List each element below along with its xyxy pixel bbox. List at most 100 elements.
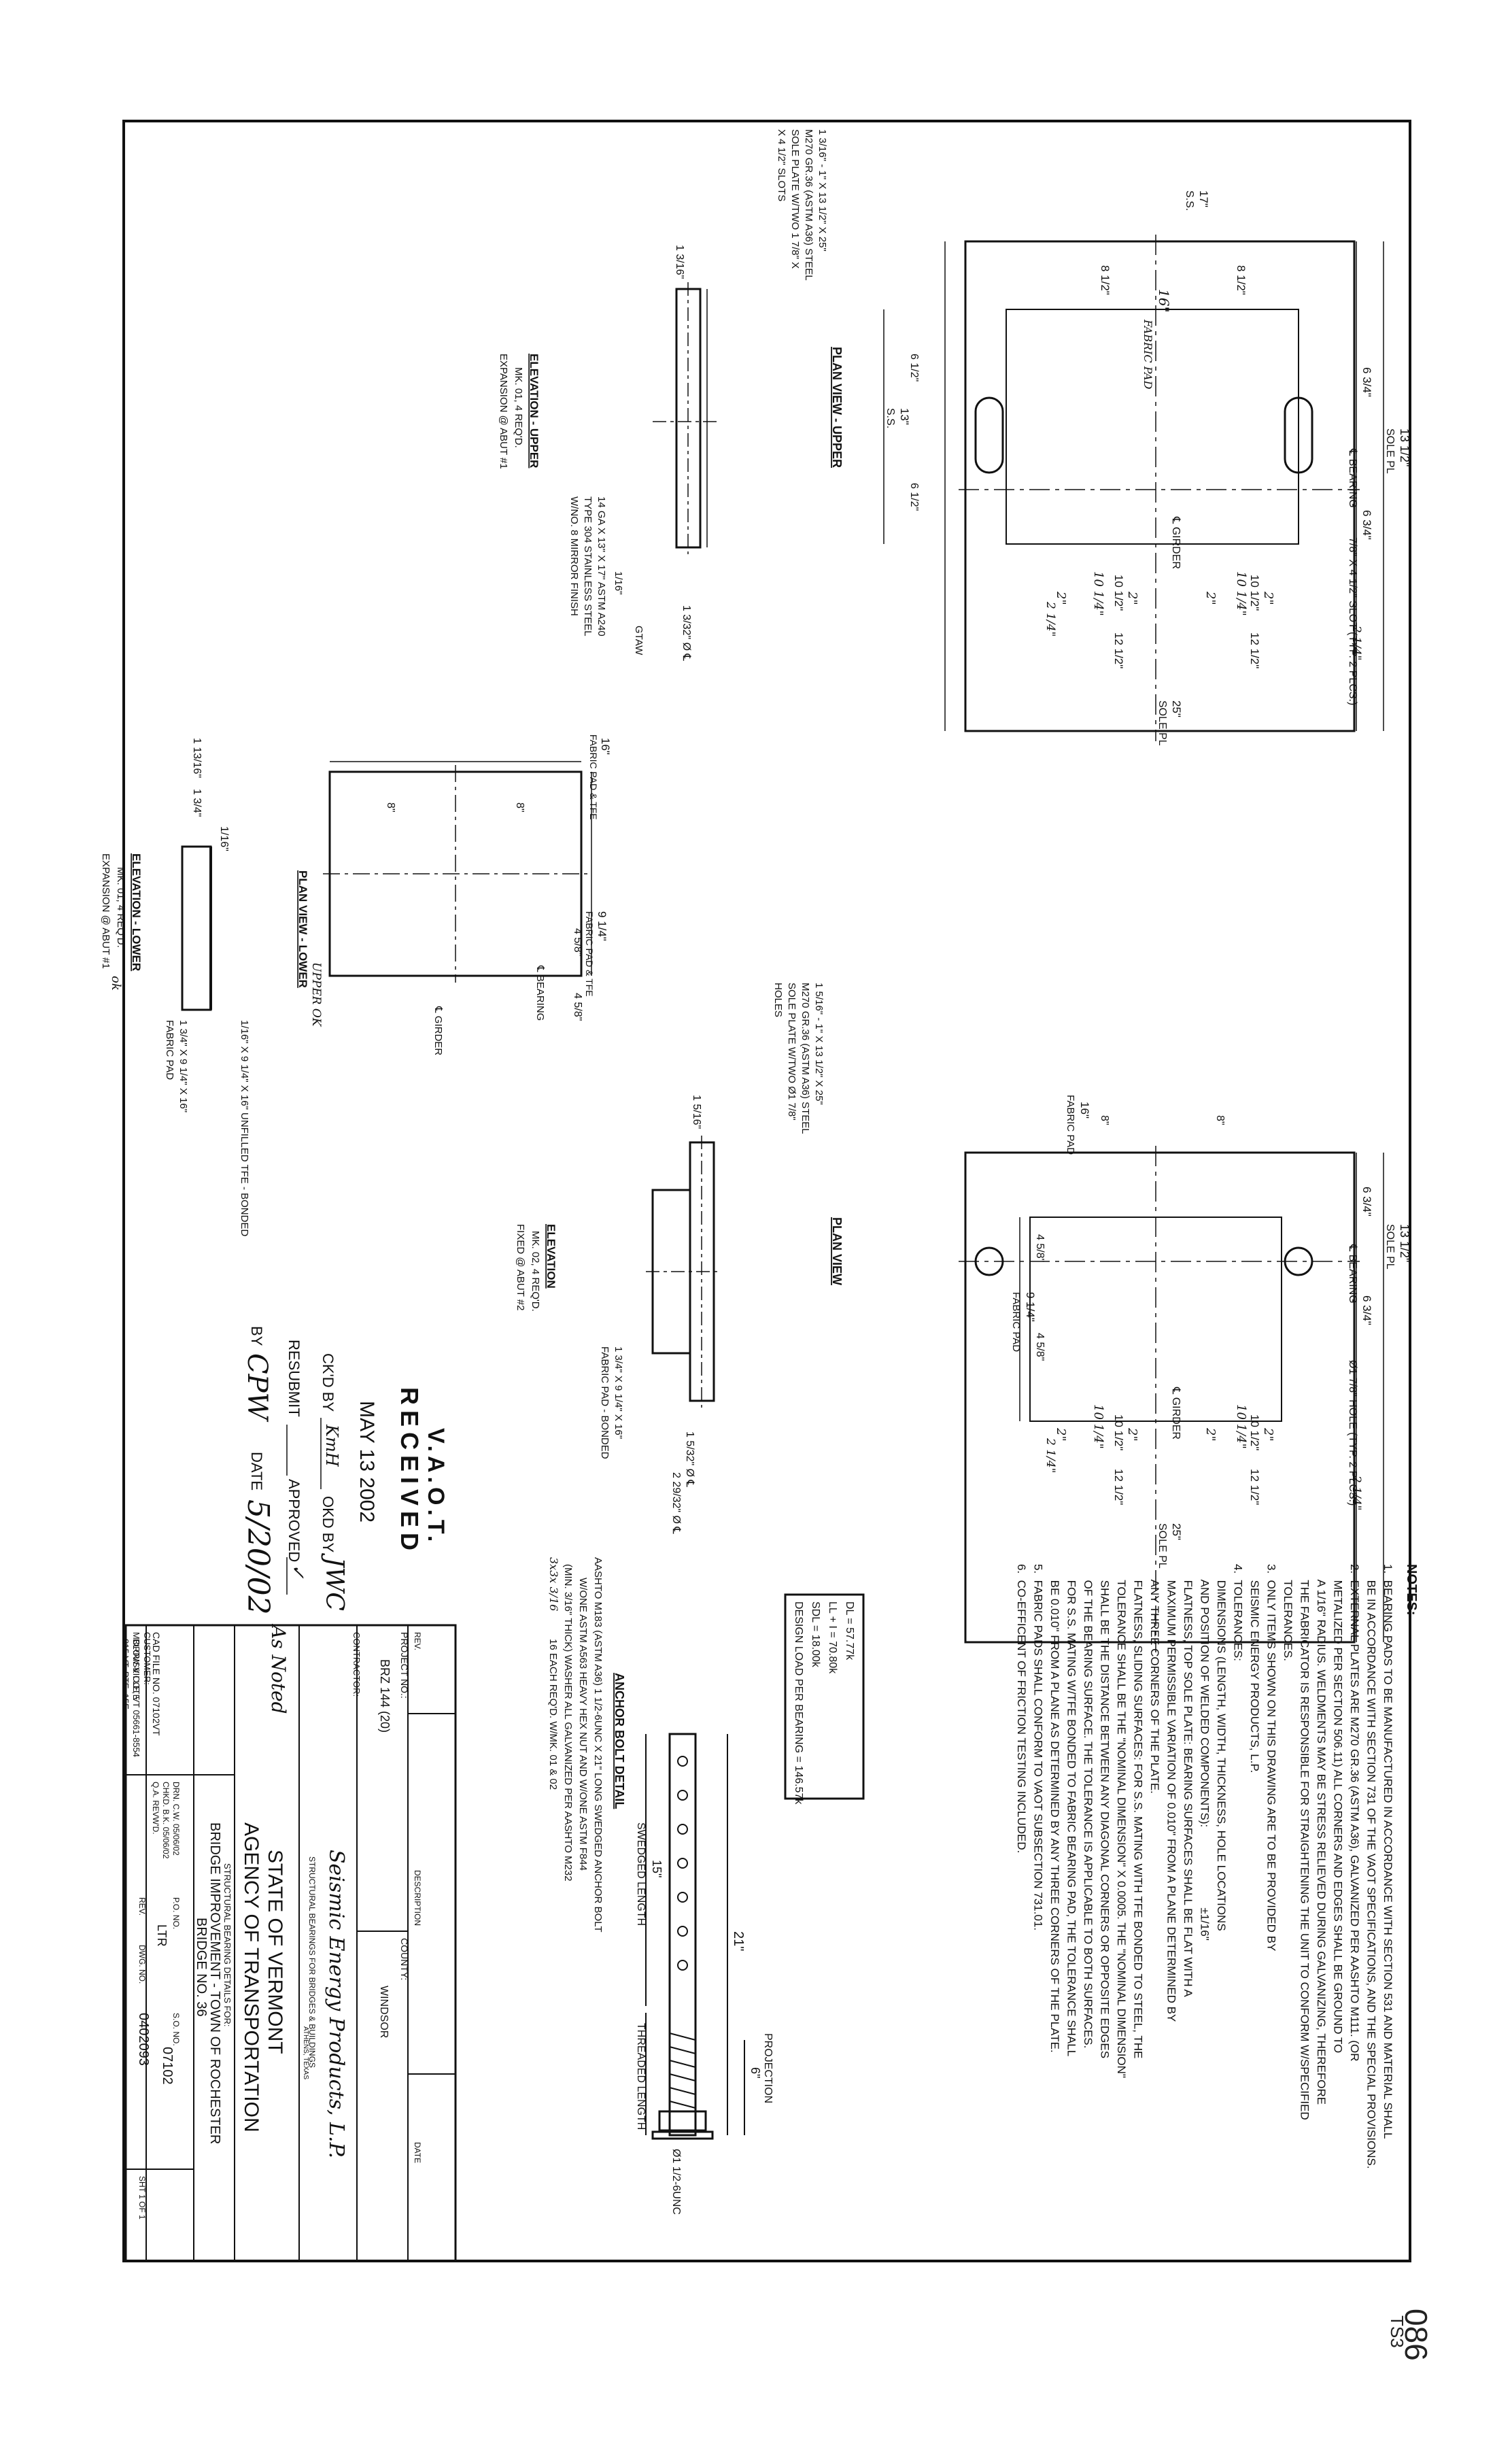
lower-elev-dim-thk: 1 13/16"	[191, 738, 203, 778]
fixed-cl1: 1 5/32" Ø ℄	[684, 1431, 695, 1488]
upper-dim-12-b: 12 1/2"	[1112, 632, 1125, 668]
note-line: BE 0.010" FROM A PLANE AS DETERMINED BY …	[1048, 1564, 1061, 2053]
tb-bridge-1: BRIDGE IMPROVEMENT - TOWN OF ROCHESTER	[207, 1822, 222, 2144]
tb-company: Seismic Energy Products, L.P.	[324, 1850, 348, 2158]
note-line: 4. TOLERANCES:	[1232, 1564, 1245, 1661]
upper-plate-desc-3: SOLE PLATE W/TWO 1 7/8" X	[789, 129, 801, 269]
tb-company-city: ATHENS, TEXAS	[302, 2026, 309, 2079]
tb-rev-label: REV.	[413, 1632, 422, 1650]
elev-fixed-line-2: FIXED @ ABUT #2	[515, 1224, 526, 1311]
plan-view-upper: 13 1/2" SOLE PL 6 3/4" 6 3/4" ℄ BEARING …	[830, 190, 1411, 746]
fixed-sole-label: SOLE PL	[1384, 1224, 1396, 1270]
tb-drn: DRN. C.W. 05/06/02	[171, 1782, 181, 1856]
fixed-right-dim: 6 3/4"	[1360, 1295, 1373, 1325]
note-line: FLATNESS, TOP SOLE PLATE: BEARING SURFAC…	[1182, 1564, 1195, 1997]
note-line: 6. CO-EFFICENT OF FRICTION TESTING INCLU…	[1015, 1564, 1028, 1853]
plan-view-upper-title: PLAN VIEW - UPPER	[830, 347, 844, 468]
bolt-label-projection: PROJECTION	[762, 2033, 774, 2103]
bolt-dim-overall: 21"	[731, 1931, 746, 1951]
stamp-date: MAY 13 2002	[356, 1401, 378, 1523]
tb-qa: Q.A. REVW'D.	[151, 1782, 160, 1835]
fixed-sole-dim: 13 1/2"	[1398, 1224, 1411, 1262]
note-line: SHALL BE THE DISTANCE BETWEEN ANY DIAGON…	[1099, 1564, 1112, 2058]
upper-elev-dim-left: 1 3/16"	[674, 245, 685, 279]
upper-hand-fabric: FABRIC PAD	[1141, 319, 1154, 390]
elev-lower-hand-ok: ok	[109, 976, 123, 991]
upper-gtaw: GTAW	[633, 626, 645, 656]
fixed-dim-10-a: 10 1/2"	[1248, 1414, 1261, 1450]
note-line: SEISMIC ENERGY PRODUCTS, L.P.	[1248, 1564, 1261, 1773]
lower-tfe-desc: 1/16" X 9 1/4" X 16" UNFILLED TFE - BOND…	[239, 1020, 250, 1236]
elev-fixed-line-1: MK. 02, 4 REQ'D.	[530, 1231, 541, 1312]
fixed-elev-dim-left: 1 5/16"	[691, 1095, 702, 1129]
tb-so: 07102	[160, 2047, 175, 2085]
fixed-plate-desc-2: M270 GR.36 (ASTM A36) STEEL	[800, 983, 811, 1134]
fixed-fab-458-b: 4 5/8"	[1034, 1333, 1046, 1361]
elevation-lower: 1 13/16" 1 3/4" 1/16" 1/16" X 9 1/4" X 1…	[100, 738, 250, 1236]
plan-view-fixed-title: PLAN VIEW	[830, 1217, 844, 1285]
fixed-fab-8-b: 8"	[1099, 1115, 1110, 1125]
upper-plate-desc-2: M270 GR.36 (ASTM A36) STEEL	[803, 129, 814, 281]
tb-cad-file: CAD FILE NO. 07102VT	[151, 1632, 162, 1736]
stamp-by-hand: CPW	[241, 1353, 273, 1423]
fixed-fab-458-a: 4 5/8"	[1034, 1234, 1046, 1262]
stamp-okd-by: OKD BY	[320, 1496, 337, 1552]
fixed-plate-desc-3: SOLE PLATE W/TWO Ø1 7/8"	[786, 983, 797, 1121]
tb-date-label: DATE	[413, 2142, 422, 2163]
fixed-plate-desc-4: HOLES	[772, 983, 784, 1017]
upper-right-dim: 6 3/4"	[1360, 510, 1373, 540]
elev-upper-line-2: EXPANSION @ ABUT #1	[498, 354, 509, 469]
tb-details-for: STRUCTURAL BEARING DETAILS FOR:	[222, 1863, 233, 2027]
stamp-line2: RECEIVED	[396, 1387, 424, 1556]
upper-girder-label: ℄ GIRDER	[1170, 516, 1182, 569]
tb-chkd: CHKD. B.K. 05/06/02	[161, 1782, 171, 1859]
upper-hand-1014-b: 10 1/4"	[1091, 571, 1105, 616]
tb-po-label: P.O. NO.	[171, 1897, 181, 1929]
upper-bearing-label: ℄ BEARING	[1347, 448, 1358, 508]
tb-so-label: S.O. NO.	[171, 2013, 181, 2046]
fixed-cl2: 2 29/32" Ø ℄	[670, 1472, 682, 1534]
tb-company-sub: STRUCTURAL BEARINGS FOR BRIDGES & BUILDI…	[307, 1856, 317, 2068]
elev-lower-line-1: MK. 01, 4 REQ'D.	[115, 867, 126, 948]
load-design: DESIGN LOAD PER BEARING = 146.57k	[793, 1601, 804, 1805]
upper-dim-10-b: 10 1/2"	[1112, 575, 1125, 611]
load-sdl: SDL = 18.00k	[810, 1601, 821, 1668]
fixed-fab-914: 9 1/4"	[1024, 1292, 1037, 1322]
stamp-approved: APPROVED	[286, 1479, 303, 1562]
upper-slot-label: 7/8" X 4 1/2" SLOT (TYP. 2 PLCS.)	[1347, 537, 1358, 705]
upper-hand-2-c: 2"	[1125, 591, 1139, 605]
sheet-border	[122, 120, 1411, 2262]
fixed-hand-2-b: 2"	[1203, 1427, 1218, 1442]
note-line: FOR S.S. MATING W/TFE BONDED TO FABRIC B…	[1065, 1564, 1078, 2056]
slot-top	[1284, 396, 1313, 474]
tb-customer-3: MORRISVILLE, VT 05661-8554	[131, 1632, 141, 1757]
tb-dwg: 0402093	[136, 2013, 151, 2066]
lower-dim-16: 16"	[599, 738, 612, 755]
note-line: DIMENSIONS (LENGTH, WIDTH, THICKNESS, HO…	[1215, 1564, 1228, 1931]
lower-dim-458-b: 4 5/8"	[572, 993, 583, 1021]
tb-county: WINDSOR	[378, 1986, 390, 2038]
upper-hand-16: 16"	[1156, 289, 1172, 313]
fixed-fab-914-label: FABRIC PAD	[1010, 1292, 1022, 1352]
stamp-by: BY	[248, 1326, 265, 1346]
note-line: 2. EXTERNAL PLATES ARE M270 GR.36 (ASTM …	[1348, 1564, 1361, 2062]
upper-hand-2-d: 2"	[1054, 591, 1068, 605]
elev-lower-line-2: EXPANSION @ ABUT #1	[100, 853, 111, 969]
plan-view-fixed: 13 1/2" SOLE PL 6 3/4" 6 3/4" ℄ BEARING …	[830, 1095, 1411, 1652]
tb-project-label: PROJECT NO.:	[399, 1632, 410, 1699]
upper-sole-plate	[964, 240, 1356, 732]
fixed-pad-desc-2: FABRIC PAD - BONDED	[599, 1346, 611, 1459]
upper-left-dim: 6 3/4"	[1360, 367, 1373, 397]
fixed-hand-214-a: 2 1/4"	[1350, 1475, 1363, 1510]
elevation-upper: 1 3/16" - 1" X 13 1/2" X 25" M270 GR.36 …	[498, 129, 828, 662]
fixed-hand-2-a: 2"	[1261, 1427, 1275, 1442]
lower-girder-label: ℄ GIRDER	[432, 1006, 444, 1055]
hole-top	[1284, 1246, 1313, 1276]
heavy-hex-nut	[658, 2110, 707, 2132]
design-load-box: DL = 57.77k LL + I = 70.80k SDL = 18.00k…	[784, 1593, 865, 1805]
tb-po: LTR	[155, 1924, 169, 1947]
fixed-fab-8-a: 8"	[1214, 1115, 1226, 1125]
upper-ss-desc-3: W/NO. 8 MIRROR FINISH	[568, 496, 580, 616]
anchor-bolt-hand-note: 3x3x 3/16	[547, 1557, 560, 1611]
